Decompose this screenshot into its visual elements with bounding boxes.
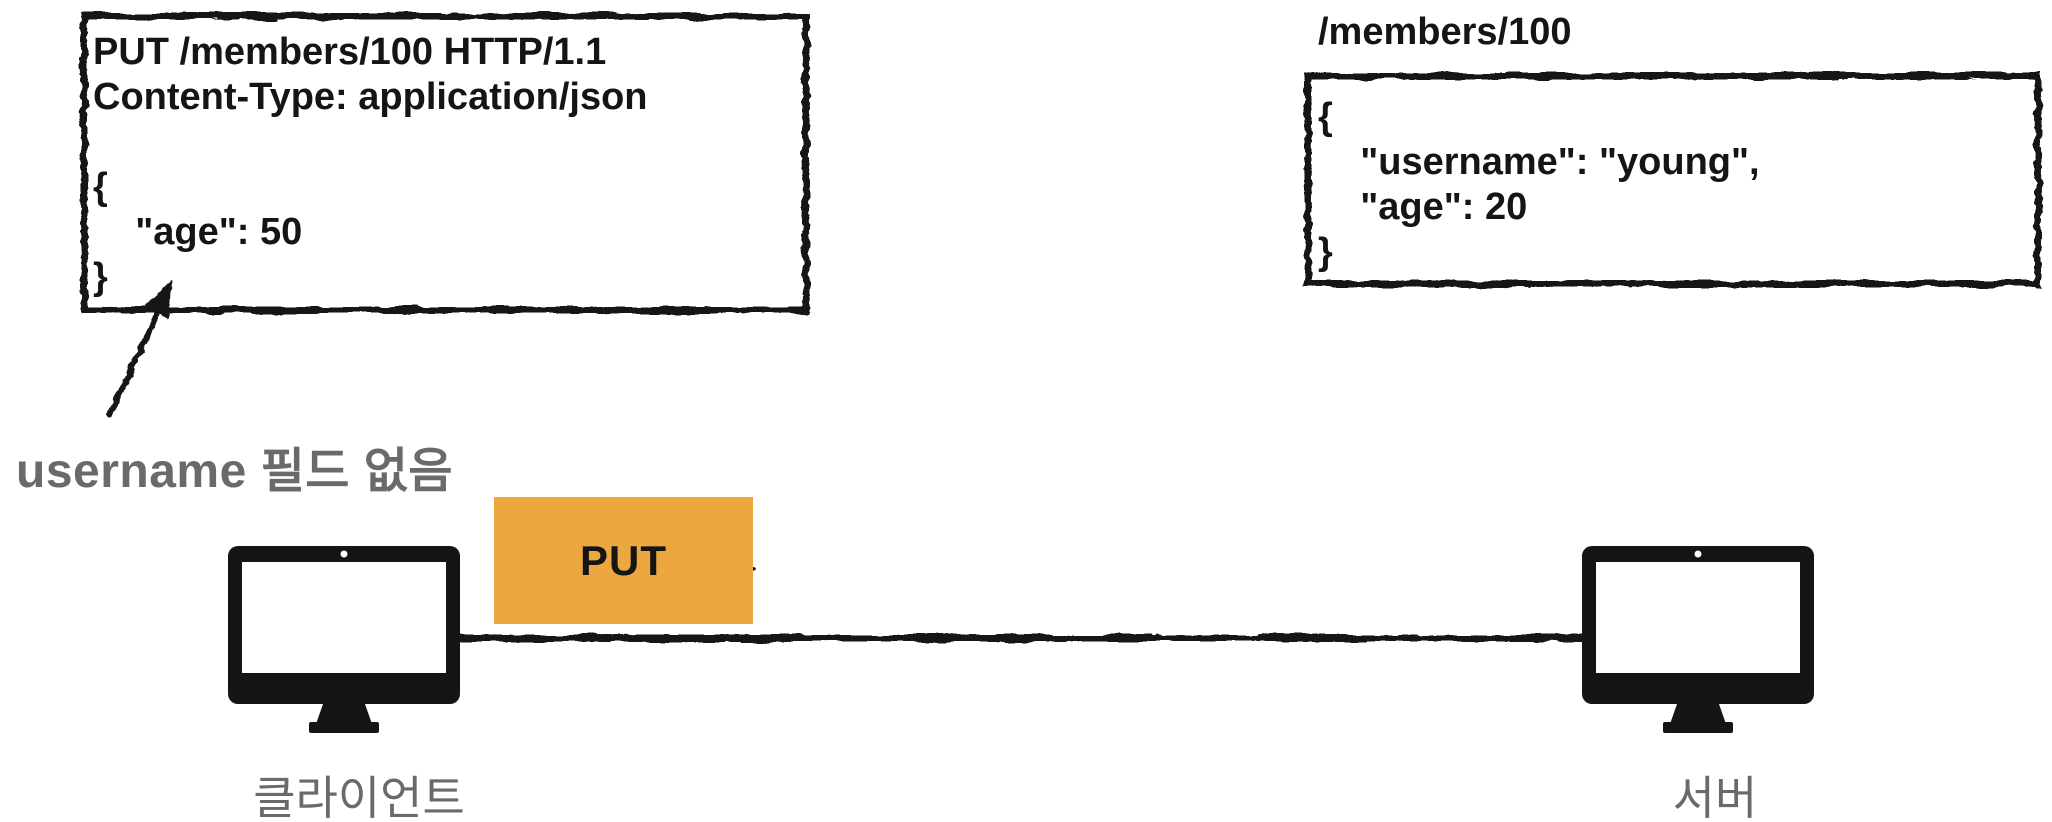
request-code: PUT /members/100 HTTP/1.1 Content-Type: …	[93, 31, 648, 298]
annotation-arrow-icon	[107, 281, 172, 418]
annotation-label: username 필드 없음	[16, 445, 454, 498]
method-box: PUT	[494, 497, 753, 624]
method-label: PUT	[580, 536, 667, 584]
resource-code: { "username": "young", "age": 20 }	[1318, 96, 1760, 273]
server-label: 서버	[1672, 772, 1758, 822]
server-monitor-icon	[1582, 546, 1814, 733]
resource-path-label: /members/100	[1318, 11, 1572, 53]
client-label: 클라이언트	[253, 772, 465, 822]
client-monitor-icon	[228, 546, 460, 733]
